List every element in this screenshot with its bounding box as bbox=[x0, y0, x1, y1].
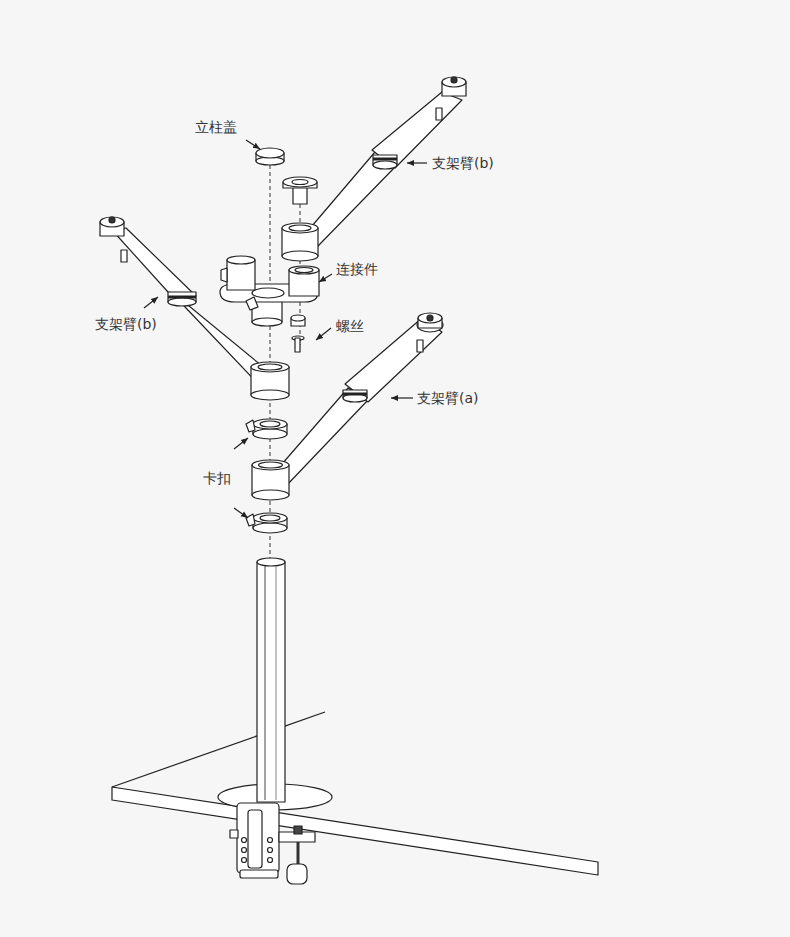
desk bbox=[112, 712, 790, 875]
pole-cap bbox=[256, 148, 284, 165]
connector-part bbox=[220, 256, 319, 326]
part-label: 支架臂(b) bbox=[432, 154, 494, 172]
part-label: 支架臂(b) bbox=[95, 315, 157, 333]
top-screw bbox=[283, 177, 317, 204]
desk-clamp bbox=[230, 803, 315, 884]
part-label: 连接件 bbox=[336, 260, 378, 278]
part-label: 螺丝 bbox=[336, 317, 364, 335]
arm-b-left bbox=[100, 217, 289, 400]
leader-arrow bbox=[144, 140, 427, 518]
clip-ring bbox=[246, 419, 287, 439]
part-label: 卡扣 bbox=[203, 469, 231, 487]
part-label: 支架臂(a) bbox=[417, 389, 479, 407]
clip-ring bbox=[246, 513, 287, 533]
arm-a bbox=[252, 313, 443, 500]
pole bbox=[218, 558, 332, 810]
screw bbox=[291, 315, 305, 352]
part-label: 立柱盖 bbox=[195, 118, 237, 136]
